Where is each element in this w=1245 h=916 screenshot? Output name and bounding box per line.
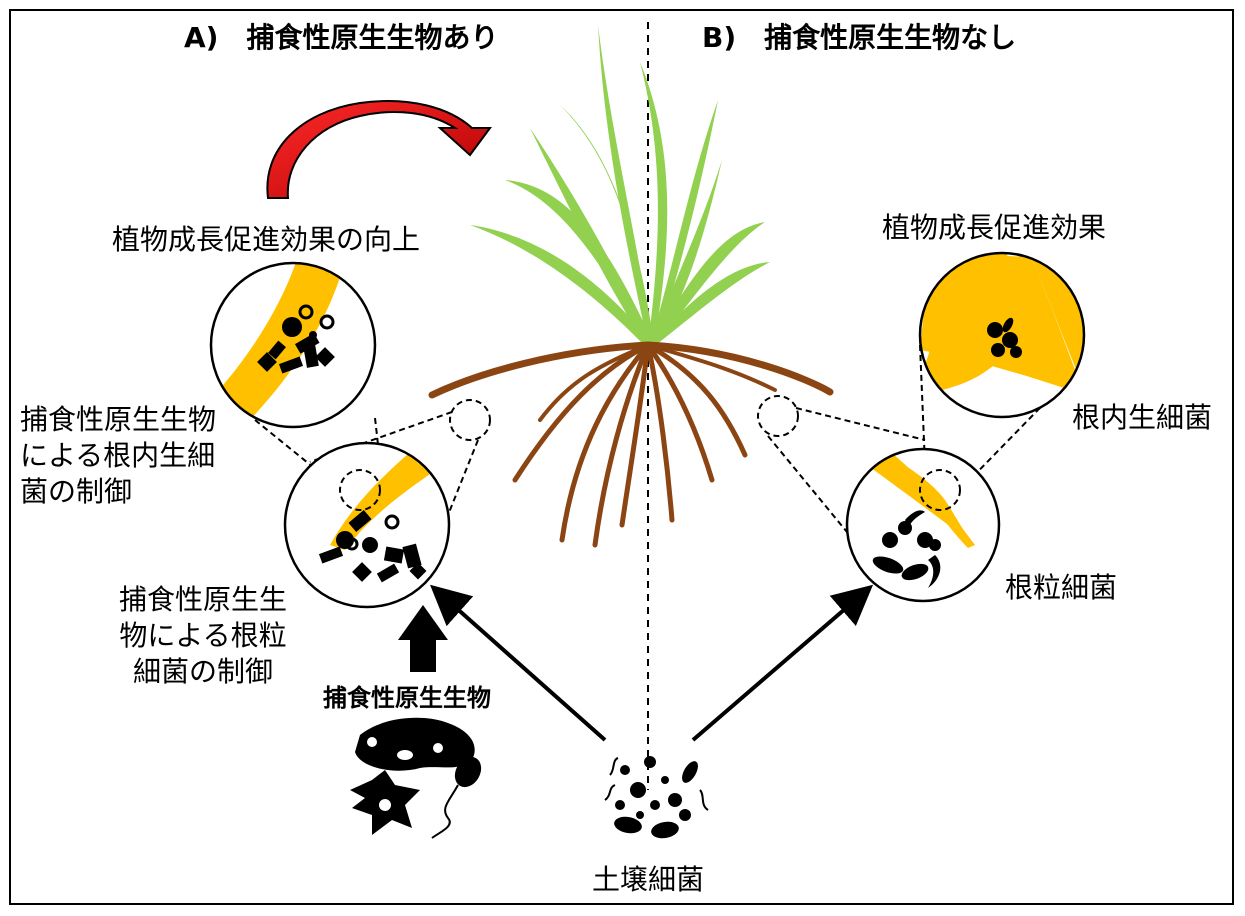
soil-bacteria-label: 土壌細菌 <box>592 863 705 896</box>
endophyte-label-b: 根内生細菌 <box>1072 401 1213 434</box>
rhizobacteria-label-b: 根粒細菌 <box>1005 571 1118 604</box>
figure-frame <box>9 9 1234 905</box>
plant-leaves <box>470 25 770 345</box>
panel-b-title: B) 捕食性原生生物なし <box>702 21 1017 54</box>
rhizobacteria-control-line3: 細菌の制御 <box>132 655 273 688</box>
endophyte-control-line2: による根内生細 <box>20 439 216 472</box>
red-curved-arrow <box>266 100 492 199</box>
rhizosphere-circle-a <box>283 441 451 609</box>
panel-a-title: A) 捕食性原生生物あり <box>184 21 499 54</box>
endophyte-control-line1: 捕食性原生生物 <box>20 403 217 436</box>
root-zoom-circle-a <box>449 399 491 441</box>
root-zoom-circle-b <box>757 395 799 437</box>
protist-label: 捕食性原生生物 <box>323 684 491 712</box>
endophyte-control-line3: 菌の制御 <box>20 475 133 508</box>
protist-up-arrow <box>398 605 448 672</box>
growth-label-b: 植物成長促進効果 <box>882 211 1107 244</box>
protist-illustration <box>350 717 482 839</box>
soil-bacteria-cluster <box>604 756 709 839</box>
growth-label-a: 植物成長促進効果の向上 <box>112 223 421 256</box>
rhizobacteria-control-line2: 物による根粒 <box>119 619 287 652</box>
plant-roots <box>428 341 834 548</box>
endophyte-circle-a <box>209 261 377 429</box>
arrow-soil-to-b <box>691 584 874 742</box>
endophyte-circle-b <box>918 251 1086 419</box>
arrow-soil-to-a <box>430 584 607 742</box>
rhizosphere-circle-b <box>845 447 1001 603</box>
rhizobacteria-control-line1: 捕食性原生生 <box>118 583 287 616</box>
